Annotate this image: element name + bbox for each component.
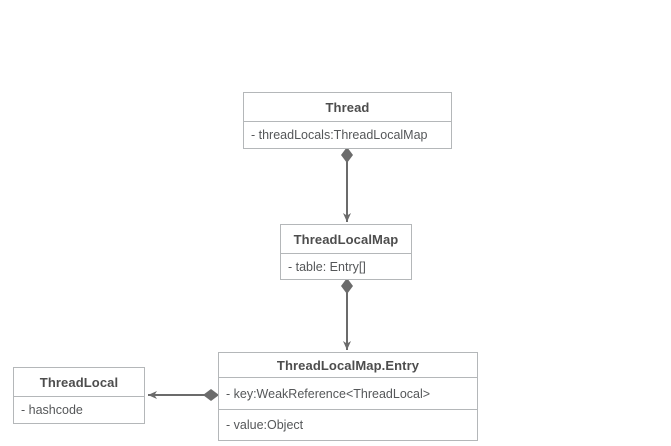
composition-diamond-icon	[341, 147, 353, 163]
class-box-threadlocalmap-entry[interactable]: ThreadLocalMap.Entry - key:WeakReference…	[218, 352, 478, 441]
edge-threadlocalmap-entry	[341, 278, 353, 350]
class-name-thread: Thread	[244, 93, 451, 122]
class-attribute: - table: Entry[]	[288, 259, 366, 274]
class-attribute: - hashcode	[21, 403, 83, 417]
edge-entry-threadlocal	[148, 389, 219, 401]
class-box-thread[interactable]: Thread - threadLocals:ThreadLocalMap	[243, 92, 452, 149]
class-box-threadlocal[interactable]: ThreadLocal - hashcode	[13, 367, 145, 424]
composition-diamond-icon	[203, 389, 219, 401]
composition-diamond-icon	[341, 278, 353, 294]
edge-thread-threadlocalmap	[341, 147, 353, 222]
class-name-threadlocalmap-entry: ThreadLocalMap.Entry	[219, 353, 477, 378]
class-name-threadlocal: ThreadLocal	[14, 368, 144, 397]
class-attribute: - key:WeakReference<ThreadLocal>	[226, 386, 431, 401]
class-attribute: - threadLocals:ThreadLocalMap	[251, 128, 428, 142]
class-attribute: - value:Object	[219, 409, 477, 440]
class-name-threadlocalmap: ThreadLocalMap	[281, 225, 411, 254]
class-box-threadlocalmap[interactable]: ThreadLocalMap - table: Entry[]	[280, 224, 412, 280]
